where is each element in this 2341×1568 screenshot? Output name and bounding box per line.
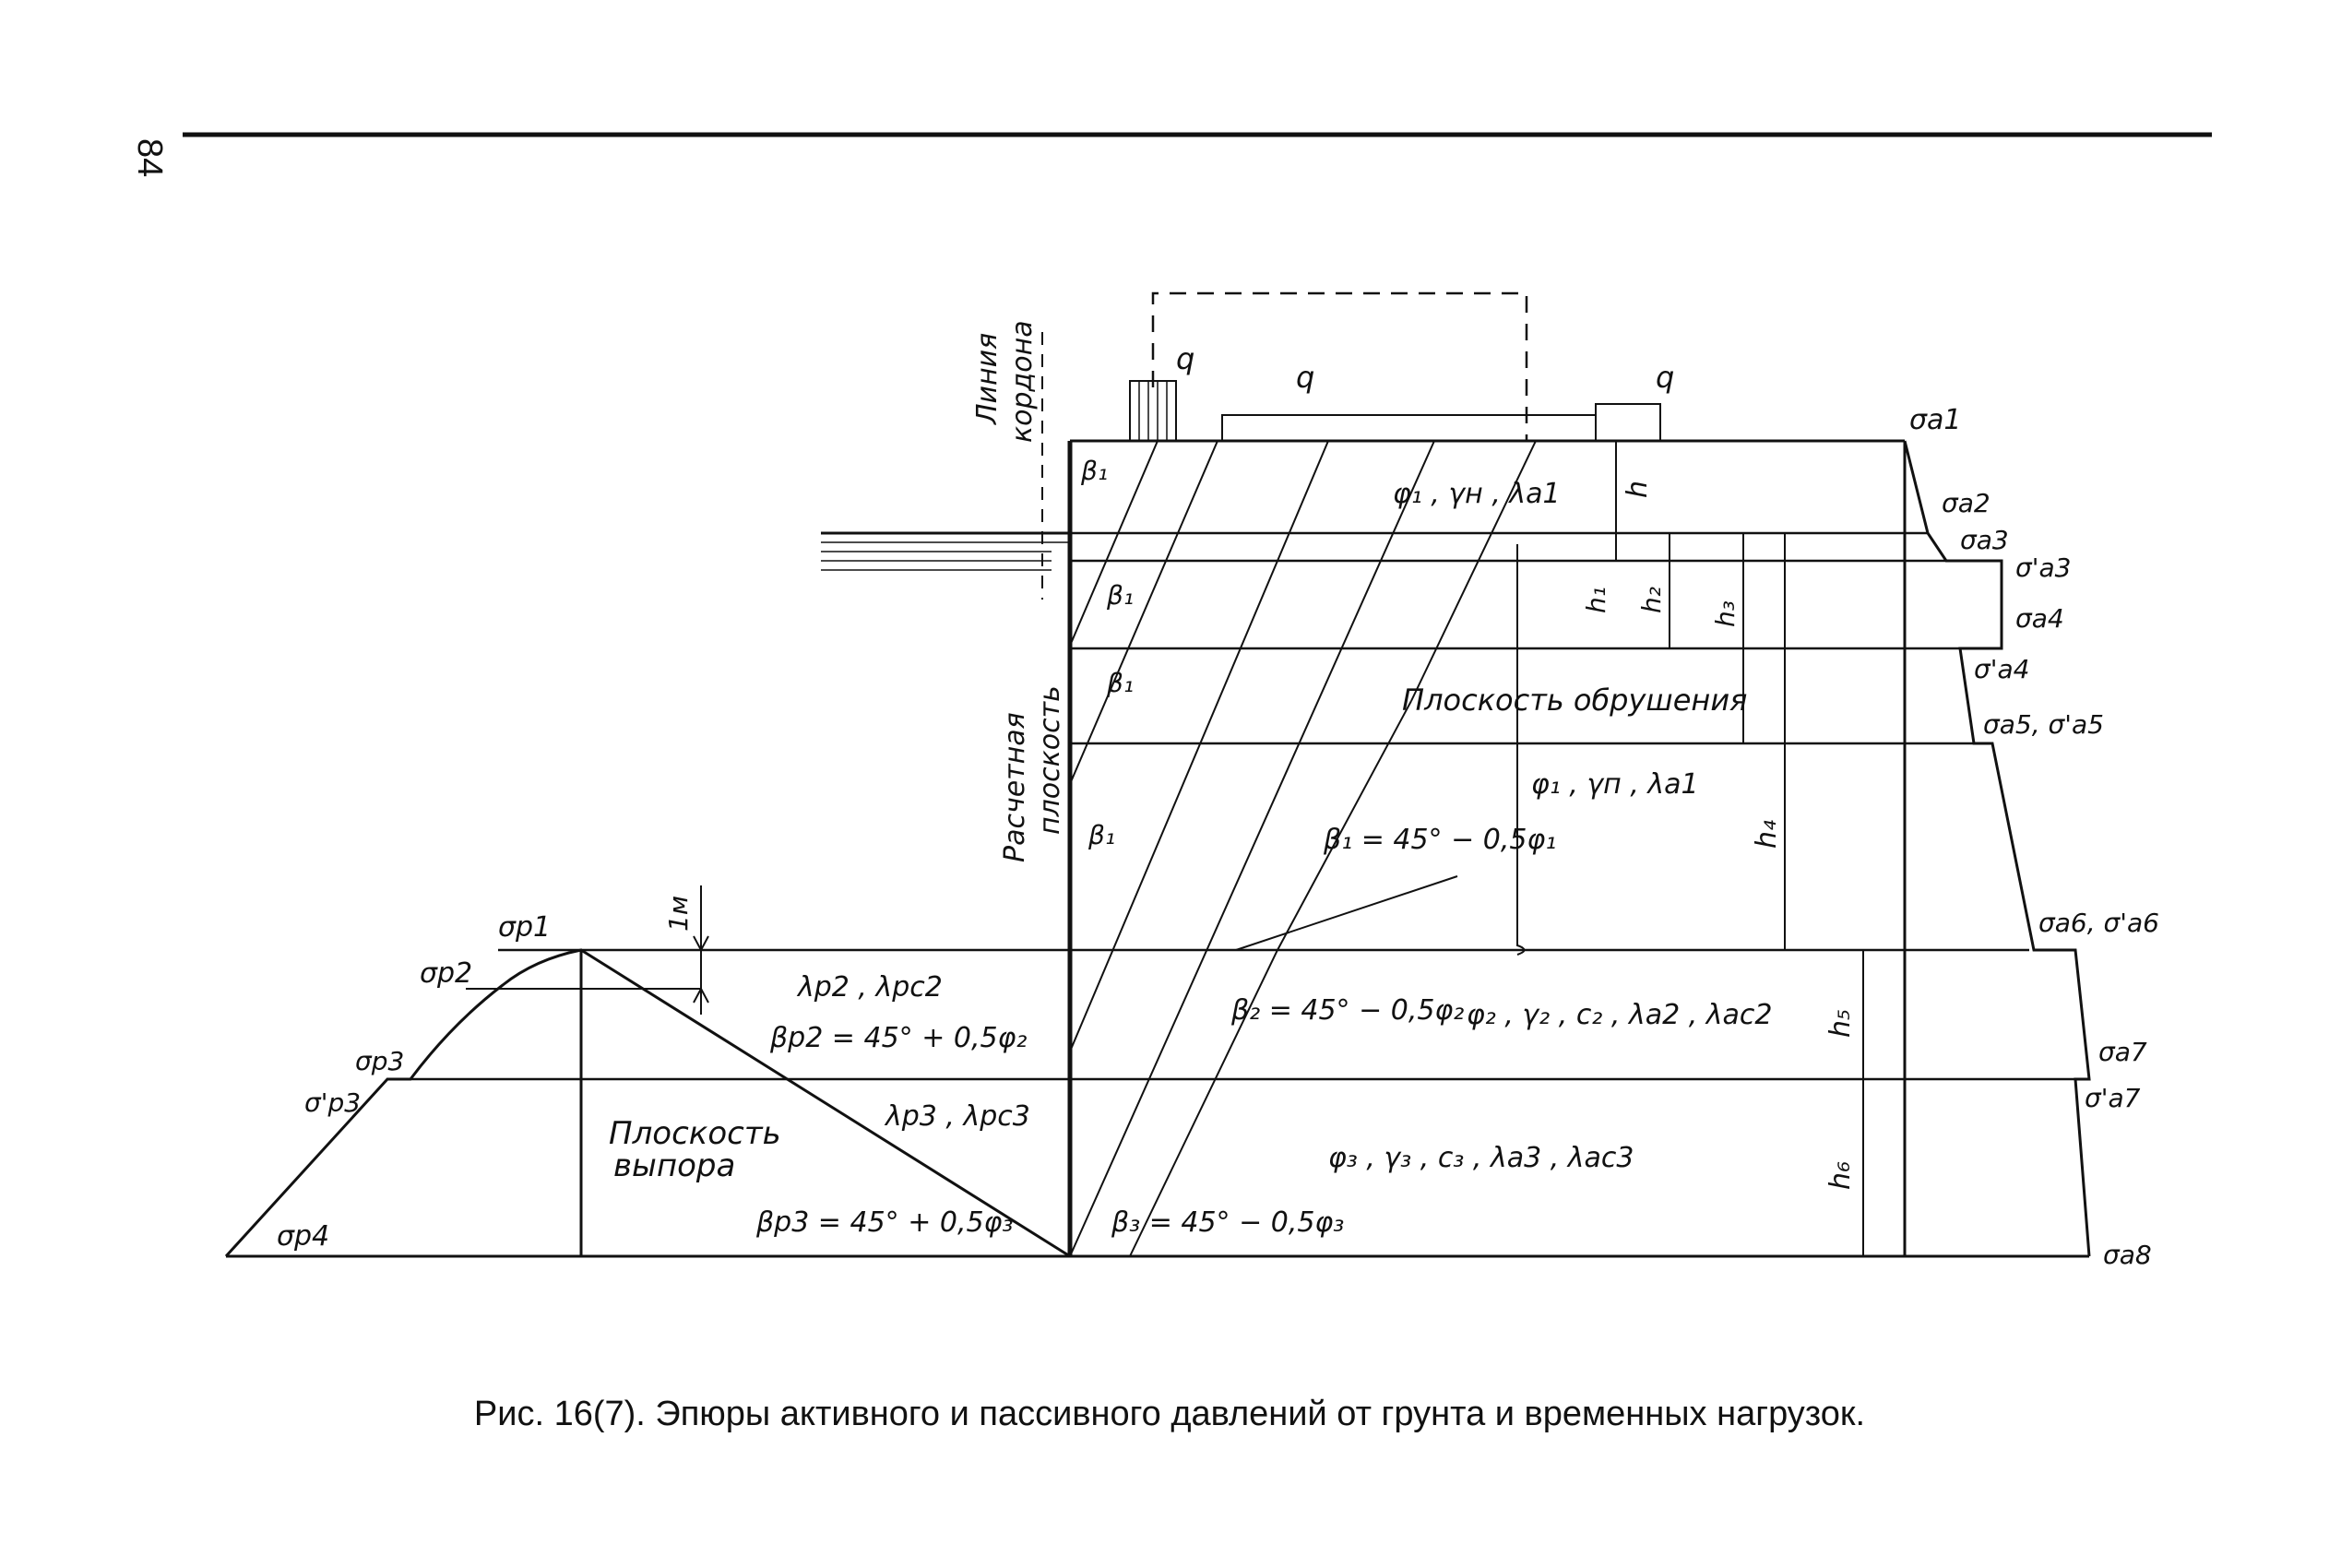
label-kordon-1: Линия xyxy=(971,333,1004,425)
label-collapse-plane: Плоскость обрушения xyxy=(1402,683,1747,718)
label-passive3: λp3 , λpc3 xyxy=(884,1100,1030,1133)
label-h: h xyxy=(1622,481,1654,498)
load-qe xyxy=(1129,380,1177,442)
label-sigma-a6: σa6, σ'a6 xyxy=(2038,908,2159,938)
label-passive2: λp2 , λpc2 xyxy=(796,971,943,1004)
label-sigma-p4: σp4 xyxy=(277,1220,329,1253)
page-number: 84 xyxy=(130,138,169,177)
label-sigma-a5: σa5, σ'a5 xyxy=(1983,709,2104,740)
label-beta1-c: β₁ xyxy=(1106,668,1134,698)
label-sigma-a4: σa4 xyxy=(2015,603,2064,634)
label-layer2: φ₂ , γ₂ , c₂ , λa2 , λac2 xyxy=(1467,999,1773,1031)
label-calc-plane-1: Расчетная xyxy=(999,712,1031,862)
label-beta2-formula: β₂ = 45° − 0,5φ₂ xyxy=(1230,994,1464,1027)
depth-dimensions xyxy=(1516,441,1864,1256)
label-h6: h₆ xyxy=(1824,1161,1857,1190)
water-level xyxy=(821,531,1070,571)
figure-caption: Рис. 16(7). Эпюры активного и пассивного… xyxy=(474,1395,1865,1433)
label-sigma-a7-prime: σ'a7 xyxy=(2085,1083,2141,1113)
label-layer1-top: φ₁ , γн , λa1 xyxy=(1393,478,1561,510)
active-pressure-epure xyxy=(1903,440,2091,1257)
label-sigma-p2: σp2 xyxy=(420,957,472,990)
label-q2: q xyxy=(1656,360,1674,395)
label-q-e: q xyxy=(1176,341,1194,376)
label-h5: h₅ xyxy=(1824,1009,1857,1038)
label-h2: h₂ xyxy=(1636,587,1667,613)
label-sigma-p3: σp3 xyxy=(355,1046,404,1076)
label-beta1-formula: β₁ = 45° − 0,5φ₁ xyxy=(1323,824,1556,856)
label-layer1-bottom: φ₁ , γп , λa1 xyxy=(1531,768,1699,801)
label-beta1-a: β₁ xyxy=(1080,456,1108,486)
label-sigma-p1: σp1 xyxy=(498,911,551,944)
label-q1: q xyxy=(1296,360,1314,395)
label-sigma-p3-prime: σ'p3 xyxy=(304,1087,361,1118)
earth-pressure-diagram: q q q Линия кордона Расчетная плоскость … xyxy=(224,291,2159,1270)
label-beta1-d: β₁ xyxy=(1087,820,1115,850)
label-h4: h₄ xyxy=(1751,820,1783,849)
label-kordon-2: кордона xyxy=(1006,320,1039,443)
load-q2 xyxy=(1595,403,1661,442)
load-envelope xyxy=(1151,291,1528,441)
label-sigma-a1: σa1 xyxy=(1909,404,1961,436)
label-h1: h₁ xyxy=(1581,587,1611,613)
slip-lines xyxy=(1069,440,1537,1257)
label-thrust-plane-2: выпора xyxy=(613,1147,735,1184)
label-beta3-formula: β₃ = 45° − 0,5φ₃ xyxy=(1111,1206,1344,1239)
label-thrust-plane-1: Плоскость xyxy=(609,1115,781,1152)
label-calc-plane-2: плоскость xyxy=(1034,685,1066,835)
load-q1 xyxy=(1221,414,1597,442)
label-one-m: 1м xyxy=(663,896,694,932)
label-sigma-a8: σa8 xyxy=(2103,1240,2152,1270)
label-sigma-a2: σa2 xyxy=(1942,488,1990,518)
label-sigma-a4-prime: σ'a4 xyxy=(1974,654,2029,684)
label-layer3: φ₃ , γ₃ , c₃ , λa3 , λac3 xyxy=(1328,1142,1634,1174)
label-betap2-formula: βp2 = 45° + 0,5φ₂ xyxy=(769,1022,1027,1054)
label-betap3-formula: βp3 = 45° + 0,5φ₃ xyxy=(755,1206,1013,1239)
label-h3: h₃ xyxy=(1710,600,1741,627)
label-sigma-a7: σa7 xyxy=(2098,1037,2147,1067)
label-beta1-b: β₁ xyxy=(1106,580,1134,611)
label-sigma-a3-prime: σ'a3 xyxy=(2015,552,2071,583)
label-sigma-a3: σa3 xyxy=(1960,525,2009,555)
